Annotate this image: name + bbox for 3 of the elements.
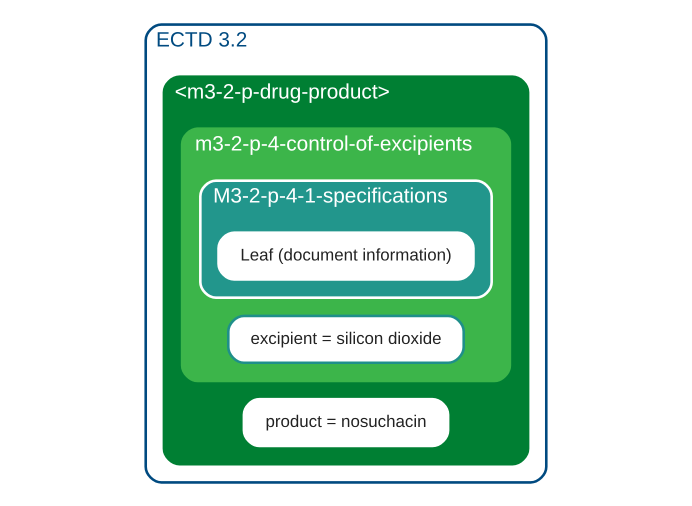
node-box: Leaf (document information): [217, 230, 475, 280]
node-box: product = nosuchacin: [242, 397, 450, 447]
node-box: excipient = silicon dioxide: [227, 314, 465, 364]
